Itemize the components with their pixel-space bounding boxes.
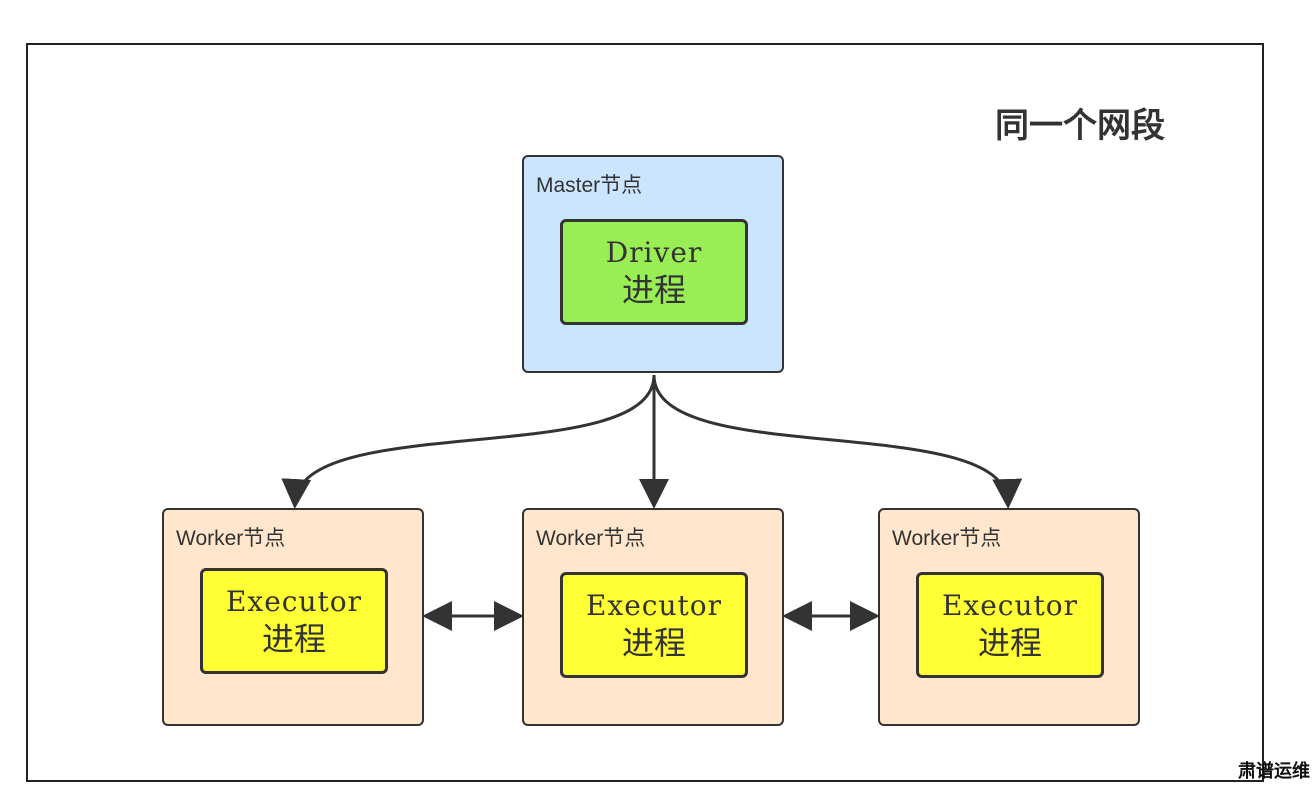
worker-node-label: Worker节点 (536, 527, 646, 550)
worker-node-label: Worker节点 (176, 527, 286, 550)
master-node: Master节点 Driver 进程 (522, 155, 784, 373)
driver-process-suffix: 进程 (621, 270, 686, 309)
executor-process: Executor 进程 (200, 568, 388, 674)
network-segment-title: 同一个网段 (995, 106, 1165, 146)
driver-process-name: Driver (605, 235, 703, 269)
executor-process-suffix: 进程 (261, 619, 326, 658)
arrow-master-to-worker-3 (652, 374, 1023, 509)
executor-process-suffix: 进程 (977, 623, 1042, 662)
watermark: 肃谱运维 (1238, 761, 1310, 782)
executor-process-name: Executor (225, 584, 362, 618)
driver-process: Driver 进程 (560, 219, 748, 325)
executor-process-name: Executor (941, 588, 1078, 622)
executor-process: Executor 进程 (916, 572, 1104, 678)
worker-node-3: Worker节点 Executor 进程 (878, 508, 1140, 726)
master-node-label: Master节点 (536, 174, 643, 197)
executor-process-name: Executor (585, 588, 722, 622)
arrow-master-to-worker-1 (281, 374, 656, 509)
worker-node-1: Worker节点 Executor 进程 (162, 508, 424, 726)
executor-process: Executor 进程 (560, 572, 748, 678)
executor-process-suffix: 进程 (621, 623, 686, 662)
worker-node-label: Worker节点 (892, 527, 1002, 550)
worker-node-2: Worker节点 Executor 进程 (522, 508, 784, 726)
